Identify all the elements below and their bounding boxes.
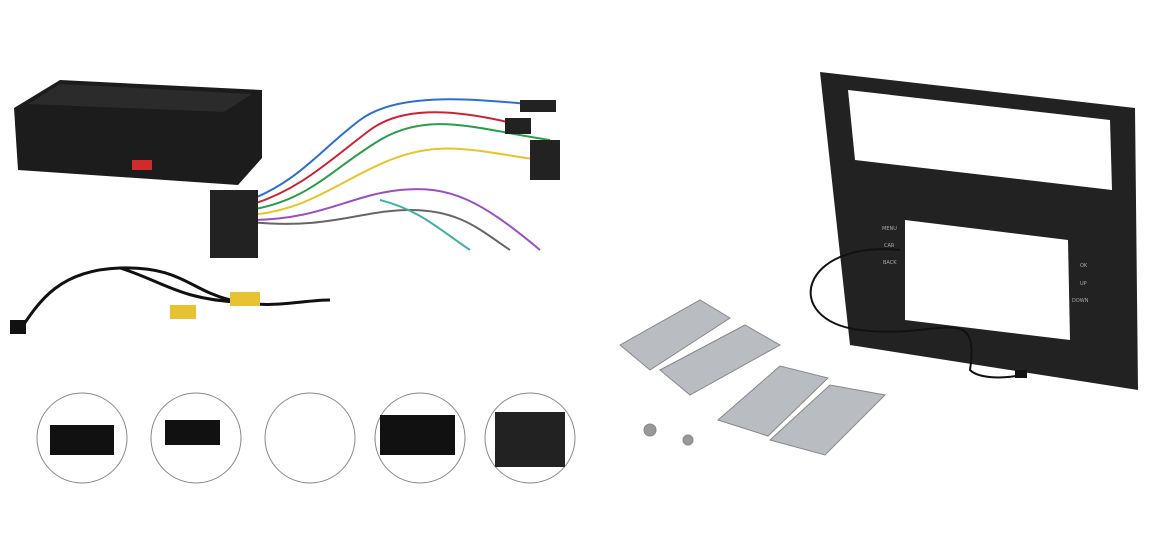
detail-circle-spade-terminals	[264, 392, 356, 484]
fascia-cable	[809, 248, 1021, 379]
wiring-harness	[210, 98, 560, 258]
fascia-button-back: BACK	[883, 260, 897, 266]
fascia-button-up: UP	[1080, 281, 1087, 287]
dip-switch	[132, 160, 152, 170]
fascia-button-ok: OK	[1080, 263, 1088, 269]
fascia-button-car: CAR	[884, 243, 895, 249]
radio-fascia: MENU CAR BACK OK UP DOWN	[809, 72, 1138, 390]
quadlock-connector	[210, 190, 258, 258]
connector-detail-circles	[36, 392, 576, 484]
interface-module	[14, 80, 262, 185]
fascia-button-down: DOWN	[1072, 298, 1089, 304]
rca-camera-cable	[10, 266, 331, 334]
fascia-button-menu: MENU	[882, 226, 897, 232]
mounting-brackets	[619, 299, 887, 456]
